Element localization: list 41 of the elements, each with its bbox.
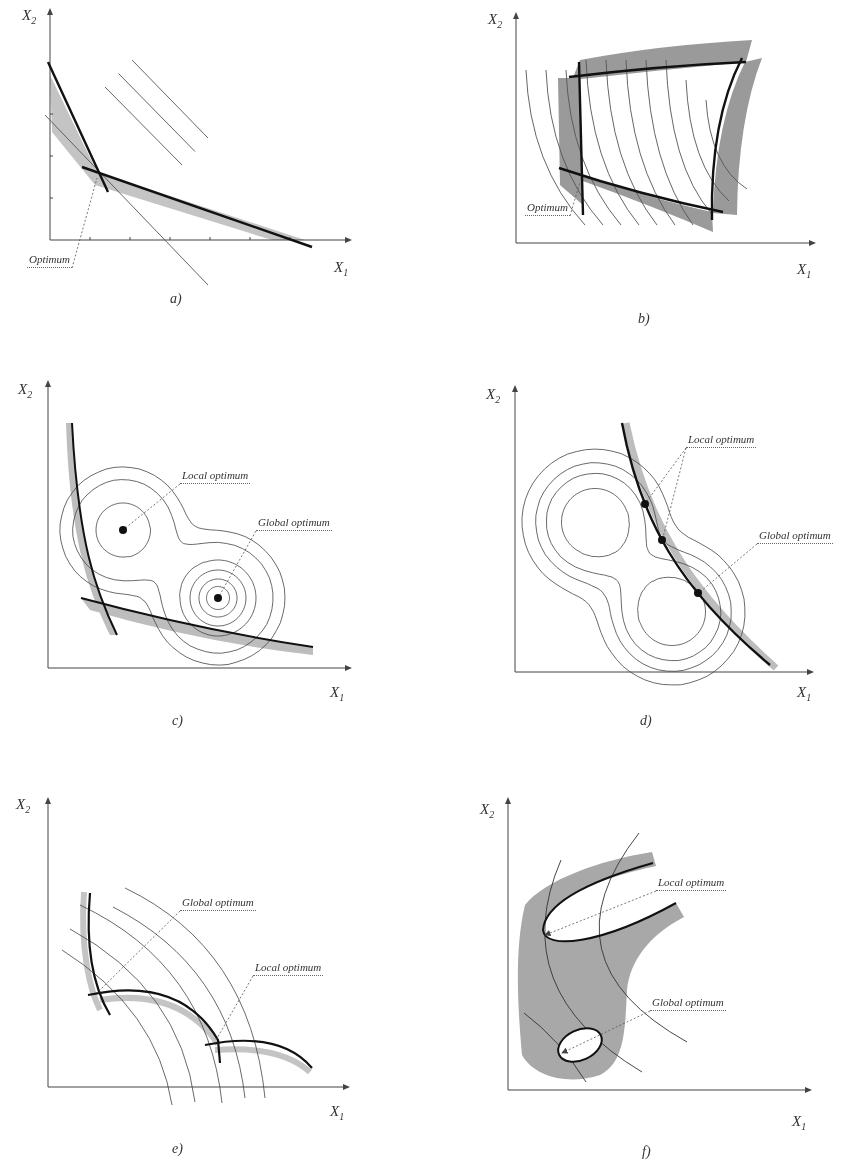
optimum-point [640, 499, 649, 508]
panel-label: c) [172, 712, 183, 730]
axis-label: X$_{2}$ [488, 10, 503, 32]
callout-label: Optimum [525, 201, 570, 216]
optimum-point [658, 536, 667, 545]
callout-label: Global optimum [650, 996, 726, 1011]
axis-label: X$_{2}$ [480, 800, 495, 822]
panel-label: d) [640, 712, 652, 730]
callout-label: Global optimum [256, 516, 332, 531]
axis-label: X$_{1}$ [797, 260, 812, 282]
optimum-point [694, 589, 703, 598]
leader-line [569, 181, 581, 217]
leader-line [215, 975, 254, 1041]
callout-label: Local optimum [686, 433, 757, 448]
axis-label: X$_{1}$ [330, 1102, 345, 1124]
leader-line [125, 483, 181, 528]
leader-line [219, 530, 257, 595]
leader-line [700, 543, 758, 592]
leader-line [99, 910, 181, 991]
callout-label: Local optimum [253, 961, 324, 976]
axis-label: X$_{2}$ [18, 380, 33, 402]
axis-label: X$_{1}$ [330, 683, 345, 705]
axis-label: X$_{1}$ [792, 1112, 807, 1134]
panel-label: a) [170, 290, 182, 308]
axis-label: X$_{2}$ [22, 6, 37, 28]
optimum-point [119, 526, 127, 534]
axis-label: X$_{2}$ [486, 385, 501, 407]
panel-label: e) [172, 1140, 183, 1158]
callout-label: Global optimum [757, 529, 833, 544]
axis-label: X$_{1}$ [797, 683, 812, 705]
axis-label: X$_{2}$ [16, 795, 31, 817]
callout-label: Global optimum [180, 896, 256, 911]
callout-label: Optimum [27, 253, 72, 268]
panel-label: b) [638, 310, 650, 328]
callout-label: Local optimum [180, 469, 251, 484]
callout-label: Local optimum [656, 876, 727, 891]
axis-label: X$_{1}$ [334, 258, 349, 280]
optimum-point [214, 594, 222, 602]
leader-line [71, 177, 98, 269]
leader-line [662, 447, 687, 537]
panel-label: f) [642, 1143, 651, 1161]
